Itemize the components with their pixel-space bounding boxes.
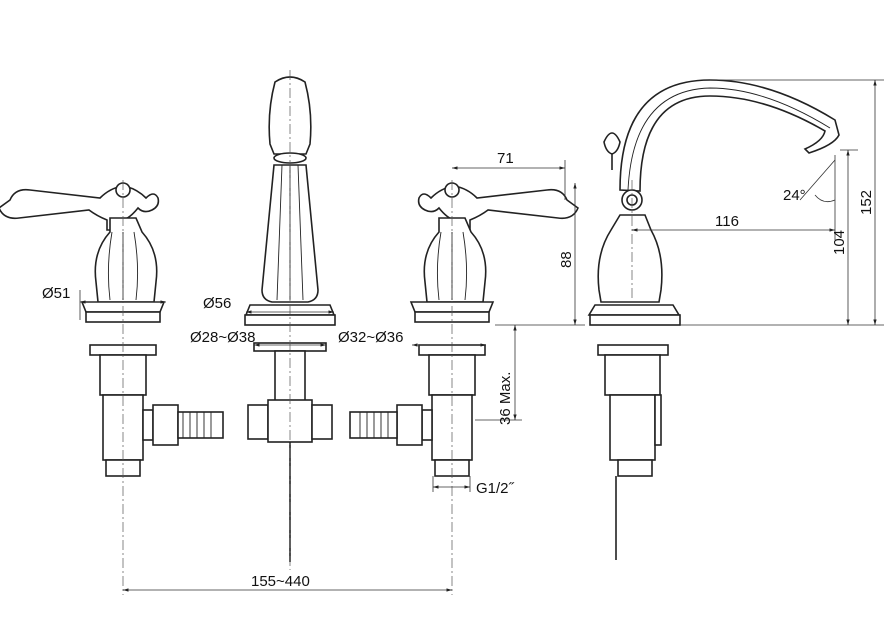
- right-handle-valve: [349, 180, 579, 595]
- dim-d51-label: Ø51: [42, 285, 70, 302]
- dim-angle-label: 24°: [783, 187, 806, 204]
- dim-36max-label: 36 Max.: [497, 372, 514, 425]
- dim-116-label: 116: [715, 213, 739, 230]
- left-handle-valve: [0, 180, 224, 595]
- dim-71-label: 71: [497, 150, 514, 167]
- dim-spread-label: 155~440: [251, 573, 310, 590]
- dim-104-label: 104: [831, 230, 848, 255]
- center-spout: [244, 70, 336, 570]
- dim-d56-label: Ø56: [203, 295, 231, 312]
- dim-thread-label: G1/2˝: [476, 480, 515, 497]
- dim-88-label: 88: [558, 251, 575, 268]
- side-view: [587, 79, 840, 560]
- dim-d32-36-label: Ø32~Ø36: [338, 329, 403, 346]
- dim-152-label: 152: [858, 190, 875, 215]
- dim-d28-38-label: Ø28~Ø38: [190, 329, 255, 346]
- dimension-lines: [79, 79, 884, 592]
